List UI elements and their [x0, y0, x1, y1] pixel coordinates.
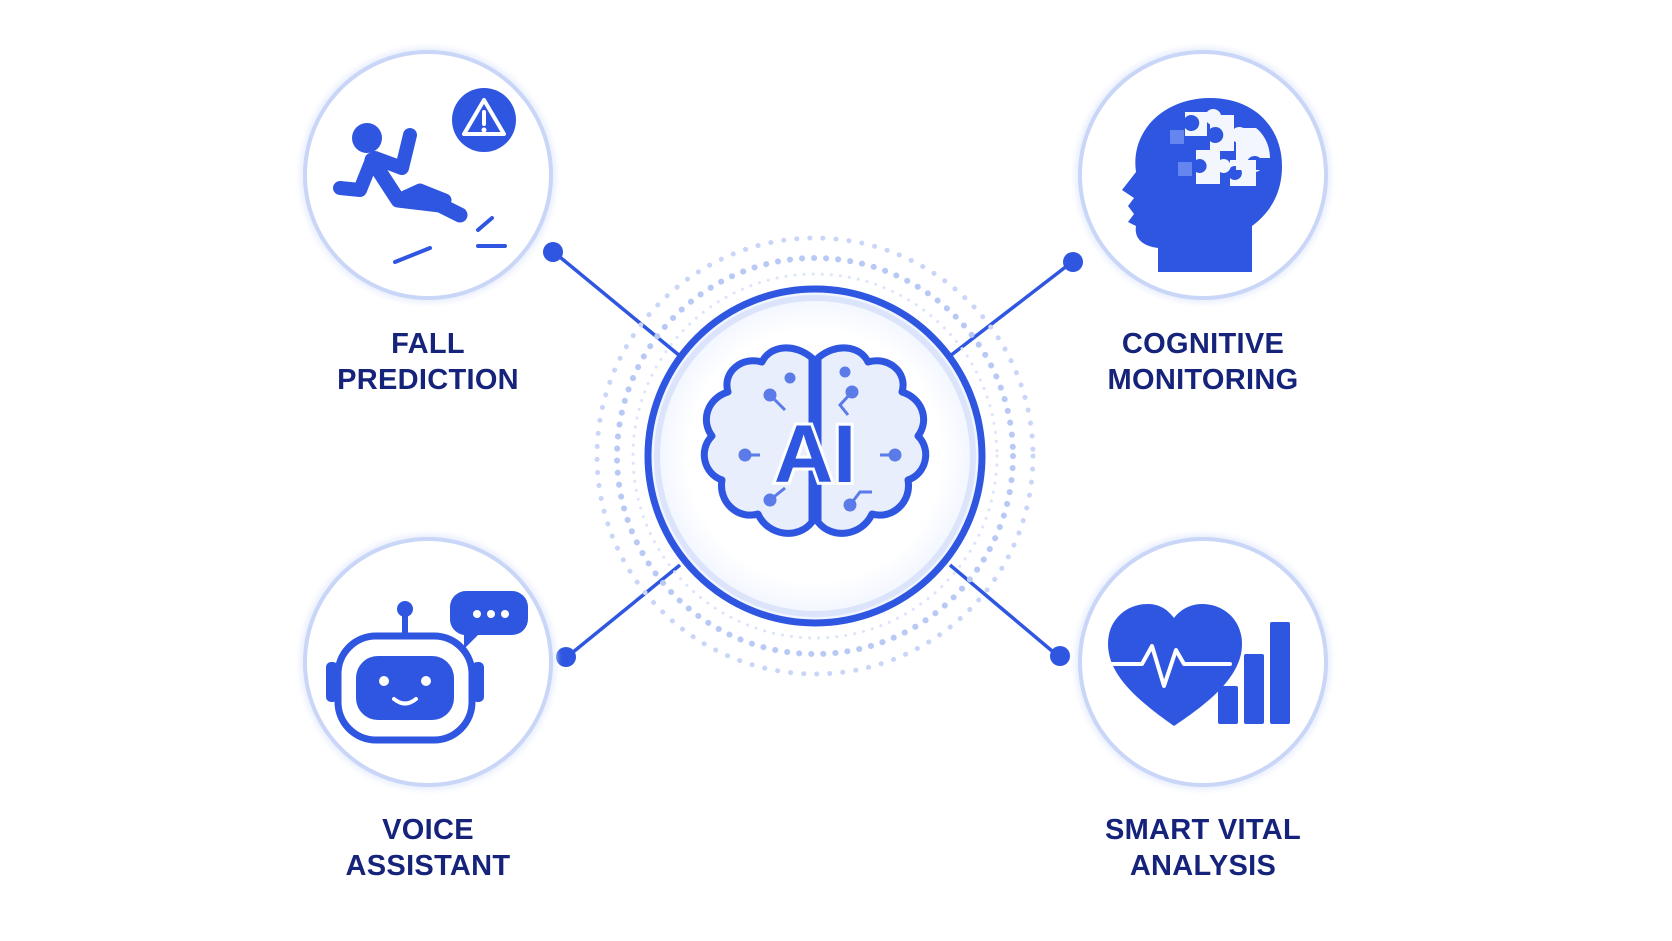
label-voice-line1: VOICE [382, 814, 474, 846]
label-voice-line2: ASSISTANT [345, 850, 511, 882]
label-fall-line1: FALL [391, 328, 465, 360]
label-cognitive-monitoring: COGNITIVE MONITORING [1033, 326, 1373, 398]
brain-circuit-icon: AI [700, 344, 930, 537]
center-label: AI [774, 409, 856, 500]
connector-dot-cognitive [1063, 252, 1083, 272]
label-fall-prediction: FALL PREDICTION [258, 326, 598, 398]
label-fall-line2: PREDICTION [337, 364, 519, 396]
center-halo [594, 235, 1036, 677]
label-vital-line1: SMART VITAL [1104, 814, 1302, 846]
node-voice-assistant [300, 534, 556, 790]
label-voice-assistant: VOICE ASSISTANT [258, 812, 598, 884]
node-fall-prediction [300, 47, 556, 303]
connector-dot-voice [556, 647, 576, 667]
label-smart-vital-analysis: SMART VITAL ANALYSIS [1033, 812, 1373, 884]
robot-chat-icon [326, 591, 528, 744]
connector-vital [948, 563, 1060, 658]
center-node: AI [644, 285, 986, 627]
connector-dots [543, 242, 1083, 667]
label-cognitive-line2: MONITORING [1107, 364, 1299, 396]
node-smart-vital-analysis [1075, 534, 1331, 790]
head-puzzle-icon [1122, 98, 1282, 272]
falling-person-icon [333, 123, 507, 264]
connector-voice [565, 563, 682, 659]
node-cognitive-monitoring [1075, 47, 1331, 303]
connector-dot-fall [543, 242, 563, 262]
label-cognitive-line1: COGNITIVE [1121, 328, 1285, 360]
heart-chart-icon [1108, 604, 1290, 726]
warning-icon [452, 88, 516, 152]
connector-fall [553, 251, 682, 358]
connector-dot-vital [1050, 646, 1070, 666]
label-vital-line2: ANALYSIS [1129, 850, 1277, 882]
connector-cognitive [948, 260, 1074, 358]
